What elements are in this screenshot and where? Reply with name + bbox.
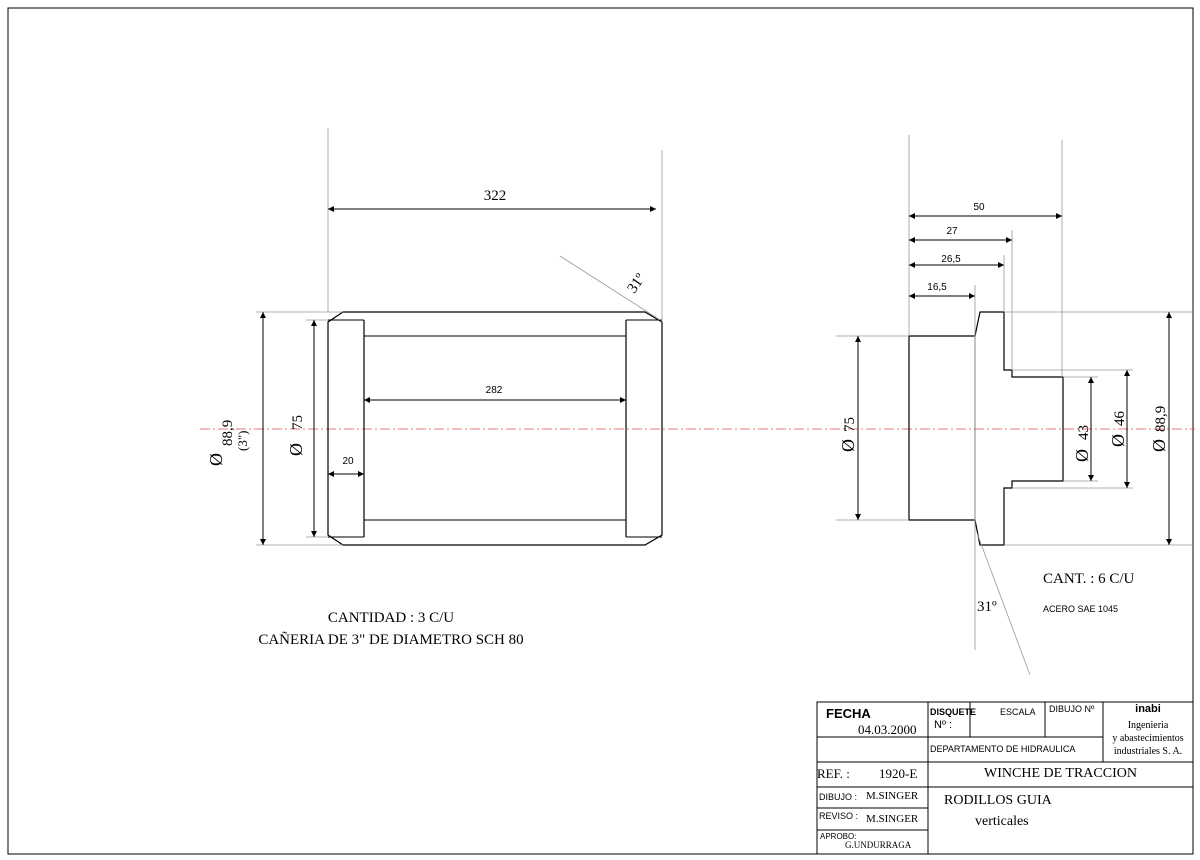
plug-chamfer-angle-label: 31º xyxy=(977,599,997,615)
dia-46-label: 46 xyxy=(1112,411,1128,427)
dibujo-label: DIBUJO : xyxy=(819,792,858,802)
dim-27-label: 27 xyxy=(946,226,958,237)
reviso-label: REVISO : xyxy=(819,811,859,821)
aprobo-value: G.UNDURRAGA xyxy=(845,840,912,850)
chamfer-angle-label: 31º xyxy=(625,271,650,297)
dim-50-label: 50 xyxy=(973,202,985,213)
dia-88-label: 88,9 xyxy=(1153,406,1169,432)
plug-chamfer-leader xyxy=(976,532,1031,676)
dia-43-label: 43 xyxy=(1076,425,1092,440)
disquete-label: DISQUETE xyxy=(930,707,977,717)
part-subtitle: verticales xyxy=(975,814,1029,829)
fecha-value: 04.03.2000 xyxy=(858,722,917,737)
outer-dia-label: 88,9 xyxy=(220,420,236,446)
plug-material-note: ACERO SAE 1045 xyxy=(1043,604,1118,614)
pipe-material-note: CAÑERIA DE 3" DE DIAMETRO SCH 80 xyxy=(258,632,523,648)
aprobo-label: APROBO: xyxy=(820,832,857,841)
dim-26-5-label: 26,5 xyxy=(941,254,961,265)
title-block-grid xyxy=(816,701,1194,855)
company-line-2: y abastecimientos xyxy=(1112,733,1184,744)
dim-inner-label: 282 xyxy=(486,385,503,396)
dia-75-label: 75 xyxy=(842,417,858,432)
dim-length-label: 322 xyxy=(484,188,507,204)
dia-75-symbol: Ø xyxy=(838,439,858,452)
reviso-value: M.SINGER xyxy=(866,813,919,825)
outer-dia-inch-label: (3") xyxy=(235,431,250,451)
dibujo-number-label: DIBUJO Nº xyxy=(1049,704,1095,714)
stepped-plug-view: 50 27 26,5 16,5 Ø 75 Ø 43 Ø 46 Ø 88,9 31… xyxy=(836,135,1193,676)
fecha-label: FECHA xyxy=(826,706,871,721)
ref-value: 1920-E xyxy=(879,766,918,781)
company-line-3: industriales S. A. xyxy=(1113,746,1183,757)
dia-43-symbol: Ø xyxy=(1072,449,1092,462)
plug-quantity-note: CANT. : 6 C/U xyxy=(1043,571,1135,587)
escala-label: ESCALA xyxy=(1000,707,1036,717)
company-line-1: Ingenieria xyxy=(1127,720,1169,731)
dim-wall-label: 20 xyxy=(342,456,354,467)
inner-dia-label: 75 xyxy=(290,415,306,430)
project-title: WINCHE DE TRACCION xyxy=(984,766,1137,781)
dia-88-symbol: Ø xyxy=(1149,439,1169,452)
outer-dia-symbol: Ø xyxy=(206,453,226,466)
pipe-outline xyxy=(327,311,663,546)
chamfer-leader xyxy=(559,255,661,321)
department-label: DEPARTAMENTO DE HIDRAULICA xyxy=(930,744,1076,754)
pipe-roller-view: 322 282 20 31º Ø 88,9 (3") Ø 75 CANTIDAD… xyxy=(206,128,663,648)
inner-dia-symbol: Ø xyxy=(286,443,306,456)
part-title: RODILLOS GUIA xyxy=(944,793,1052,808)
dim-16-5-label: 16,5 xyxy=(927,282,947,293)
sheet-border xyxy=(7,7,1194,855)
company-logo-name: inabi xyxy=(1135,703,1161,715)
plug-outline xyxy=(908,311,1064,546)
ref-label: REF. : xyxy=(817,766,850,781)
pipe-quantity-note: CANTIDAD : 3 C/U xyxy=(328,610,454,626)
dibujo-value: M.SINGER xyxy=(866,790,919,802)
dia-46-symbol: Ø xyxy=(1108,434,1128,447)
disquete-number-label: Nº : xyxy=(934,719,953,731)
